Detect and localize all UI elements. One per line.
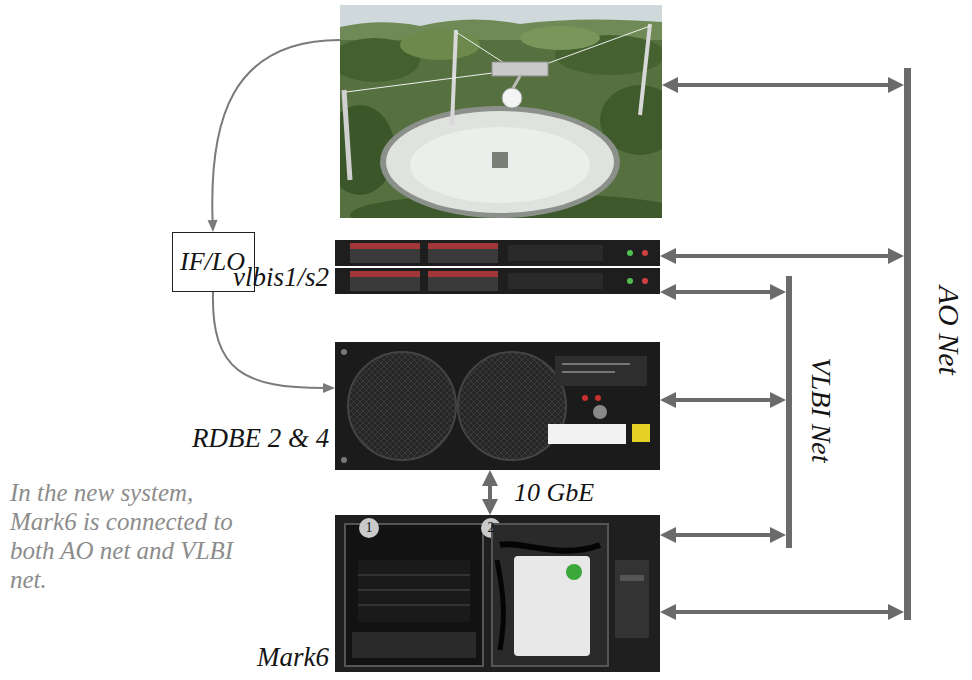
telescope-photo — [340, 5, 662, 218]
edge-label: 10 GbE — [512, 478, 596, 508]
network-bus: VLBI Net — [786, 276, 792, 548]
arrowhead — [482, 499, 498, 515]
connector — [482, 470, 498, 515]
connector-line — [213, 292, 325, 388]
arrowhead — [888, 248, 904, 264]
network-bus: AO Net — [904, 68, 911, 620]
server-picture — [335, 240, 660, 294]
connector-line — [212, 40, 340, 222]
note-text: In the new system, Mark6 is connected to… — [10, 478, 245, 594]
connector — [662, 77, 904, 93]
arrowhead — [770, 284, 786, 300]
arrowhead — [660, 527, 676, 543]
telescope-picture — [340, 5, 662, 218]
arrowhead — [660, 604, 676, 620]
rdbe-picture — [335, 342, 660, 470]
connector-line — [674, 254, 890, 258]
arrowhead — [662, 77, 678, 93]
arrowhead — [208, 220, 218, 232]
connector — [213, 292, 335, 393]
connector — [660, 392, 786, 408]
connector — [660, 527, 786, 543]
connector — [660, 284, 786, 300]
arrowhead — [770, 527, 786, 543]
server-rack: vlbis1/s2 — [335, 240, 660, 295]
slot-number: 1 — [366, 520, 373, 536]
connector — [660, 604, 904, 620]
connector-line — [674, 533, 772, 537]
mark6-rack: Mark6 — [335, 515, 660, 672]
bus-label: AO Net — [931, 285, 966, 374]
mark6-picture — [335, 515, 660, 672]
connector — [660, 248, 904, 264]
connector-line — [674, 398, 772, 402]
arrowhead — [770, 392, 786, 408]
arrowhead — [323, 383, 335, 393]
rdbe-rack: RDBE 2 & 4 — [335, 342, 660, 470]
connector-line — [674, 610, 890, 614]
slot-number: 2 — [488, 520, 495, 536]
arrowhead — [660, 392, 676, 408]
connector — [208, 40, 340, 232]
part-label: vlbis1/s2 — [233, 262, 329, 293]
arrowhead — [888, 604, 904, 620]
arrowhead — [660, 248, 676, 264]
bus-label: VLBI Net — [804, 358, 836, 463]
connector-line — [488, 484, 492, 501]
arrowhead — [660, 284, 676, 300]
part-label: RDBE 2 & 4 — [192, 423, 329, 454]
connector-line — [676, 83, 890, 87]
arrowhead — [888, 77, 904, 93]
part-label: Mark6 — [257, 642, 329, 673]
arrowhead — [482, 470, 498, 486]
connector-line — [674, 290, 772, 294]
